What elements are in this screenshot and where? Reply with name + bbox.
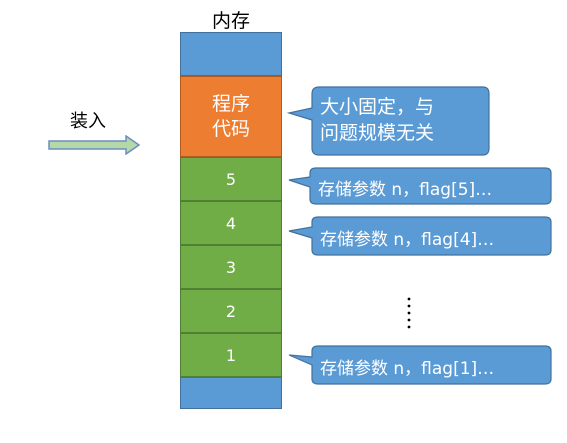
callout-frame-5-text: 存储参数 n，flag[5]… [318,180,493,200]
stack-frame-1: 1 [180,333,282,377]
stack-frame-2: 2 [180,289,282,333]
memory-bottom-block [180,377,282,409]
callout-frame-1-text: 存储参数 n，flag[1]… [320,359,495,379]
callout-code-line2: 问题规模无关 [320,122,435,144]
callout-code-shape [286,86,490,156]
stack-frame-4: 4 [180,201,282,245]
stack-frame-label: 1 [225,345,237,365]
callout-frame-5: 存储参数 n，flag[5]… [288,167,552,205]
stack-frame-3: 3 [180,245,282,289]
stack-frame-label: 3 [225,257,237,277]
callout-frame-4-shape [288,216,552,256]
stack-frame-5: 5 [180,157,282,201]
vertical-ellipsis-icon [407,297,411,329]
program-code-block: 程序 代码 [180,76,282,157]
memory-top-block [180,32,282,76]
callout-frame-1: 存储参数 n，flag[1]… [288,345,552,385]
callout-frame-4-text: 存储参数 n，flag[4]… [320,230,495,250]
program-code-line1: 程序 [211,92,250,115]
stack-frame-label: 4 [225,213,237,233]
stack-frame-label: 2 [225,301,237,321]
memory-title: 内存 [211,10,250,32]
callout-code-line1: 大小固定，与 [320,96,435,118]
program-code-line2: 代码 [211,117,250,140]
stack-frame-label: 5 [225,169,237,189]
callout-code-size: 大小固定，与 问题规模无关 [286,86,490,156]
load-label: 装入 [70,111,106,132]
callout-frame-1-shape [288,345,552,385]
load-arrow-icon [48,135,140,155]
callout-frame-4: 存储参数 n，flag[4]… [288,216,552,256]
callout-frame-5-shape [288,167,552,205]
